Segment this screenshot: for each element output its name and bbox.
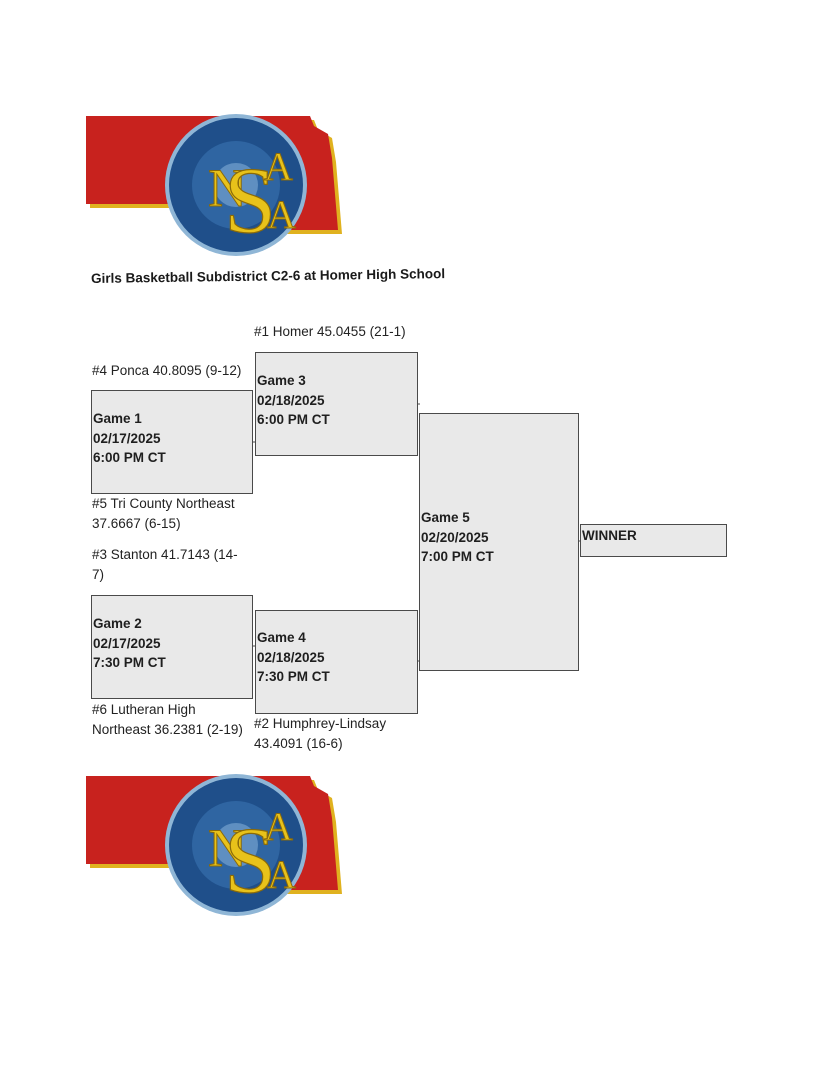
game-1-date: 02/17/2025 <box>93 430 161 446</box>
seed-6-line2: Northeast 36.2381 (2-19) <box>92 722 243 737</box>
nsaa-logo-bottom: N S A A <box>86 764 348 916</box>
game-4-name: Game 4 <box>257 630 306 645</box>
seed-5-line2: 37.6667 (6-15) <box>92 516 181 531</box>
game-5-time: 7:00 PM CT <box>421 549 494 564</box>
game-2-name: Game 2 <box>93 616 142 631</box>
game-2-time: 7:30 PM CT <box>93 655 166 670</box>
svg-text:A: A <box>264 804 293 849</box>
game-5-name: Game 5 <box>421 510 470 525</box>
nsaa-logo-top: N S A A <box>86 104 348 256</box>
game-1-name: Game 1 <box>93 411 142 426</box>
svg-text:S: S <box>224 149 276 253</box>
seed-2-humphrey-lindsay: #2 Humphrey-Lindsay 43.4091 (16-6) <box>254 714 386 754</box>
winner-label: WINNER <box>582 528 637 543</box>
game-5-box: Game 5 02/20/2025 7:00 PM CT <box>419 413 579 671</box>
game-3-box: Game 3 02/18/2025 6:00 PM CT <box>255 352 418 456</box>
winner-box: WINNER <box>580 524 727 557</box>
game-4-box: Game 4 02/18/2025 7:30 PM CT <box>255 610 418 714</box>
game-3-time: 6:00 PM CT <box>257 412 330 427</box>
seed-3-stanton: #3 Stanton 41.7143 (14- 7) <box>92 545 238 585</box>
svg-text:A: A <box>267 852 296 897</box>
nsaa-letters: N <box>208 158 247 218</box>
game-3-name: Game 3 <box>257 373 306 388</box>
game-3-date: 02/18/2025 <box>257 392 325 408</box>
seed-4-ponca: #4 Ponca 40.8095 (9-12) <box>92 363 242 378</box>
seed-2-line1: #2 Humphrey-Lindsay <box>254 716 387 731</box>
seed-3-line1: #3 Stanton 41.7143 (14- <box>92 547 238 562</box>
seed-5-tri-county-northeast: #5 Tri County Northeast 37.6667 (6-15) <box>92 494 235 534</box>
svg-text:A: A <box>267 192 296 237</box>
page-title: Girls Basketball Subdistrict C2-6 at Hom… <box>90 266 446 286</box>
game-2-box: Game 2 02/17/2025 7:30 PM CT <box>91 595 253 699</box>
game-1-time: 6:00 PM CT <box>93 450 166 465</box>
seed-3-line2: 7) <box>92 567 105 582</box>
seed-6-lutheran-high-northeast: #6 Lutheran High Northeast 36.2381 (2-19… <box>92 700 243 740</box>
seed-6-line1: #6 Lutheran High <box>92 702 196 717</box>
game-1-box: Game 1 02/17/2025 6:00 PM CT <box>91 390 253 494</box>
game-4-time: 7:30 PM CT <box>257 669 330 684</box>
seed-1-homer: #1 Homer 45.0455 (21-1) <box>254 324 406 339</box>
game-5-date: 02/20/2025 <box>421 529 489 545</box>
seed-2-line2: 43.4091 (16-6) <box>254 736 343 751</box>
svg-text:A: A <box>264 144 293 189</box>
svg-text:N: N <box>208 818 247 878</box>
game-2-date: 02/17/2025 <box>93 635 161 651</box>
svg-text:S: S <box>224 809 276 913</box>
seed-5-line1: #5 Tri County Northeast <box>92 496 235 511</box>
game-4-date: 02/18/2025 <box>257 649 325 665</box>
